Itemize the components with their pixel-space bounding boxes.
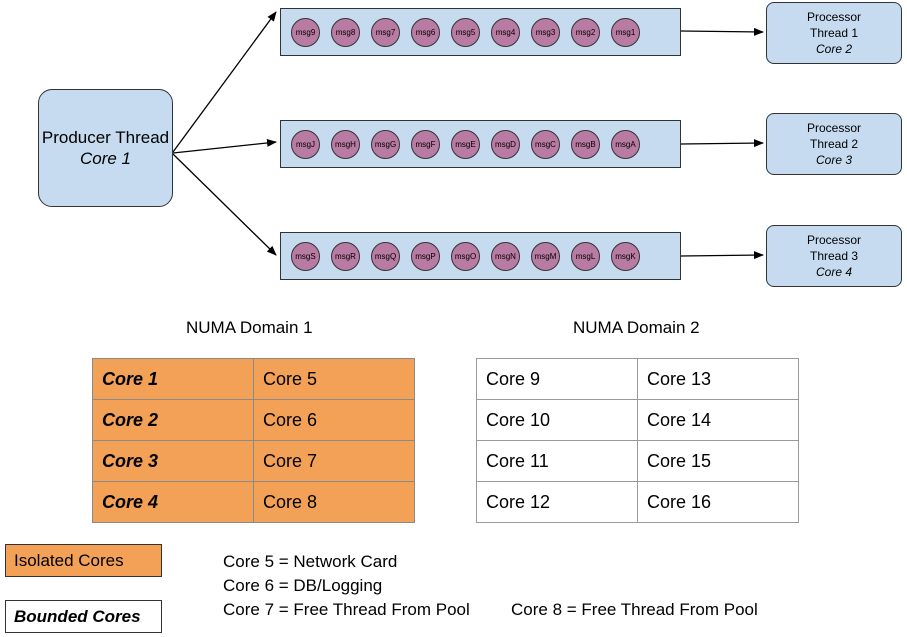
message-circle: msgO [451, 242, 480, 271]
core-cell: Core 16 [637, 481, 799, 523]
message-circle: msgD [491, 130, 520, 159]
note-core-8: Core 8 = Free Thread From Pool [511, 600, 758, 619]
message-circle: msgA [611, 130, 640, 159]
arrow-producer-to-queue-3 [172, 153, 277, 256]
core-cell: Core 13 [637, 358, 799, 400]
message-circle: msgL [571, 242, 600, 271]
message-circle: msgS [291, 242, 320, 271]
numa-domain-1-table: Core 1 Core 5 Core 2 Core 6 Core 3 Core … [92, 358, 415, 523]
message-circle: msgP [411, 242, 440, 271]
core-cell-isolated: Core 2 [92, 399, 254, 441]
numa-domain-2-title: NUMA Domain 2 [573, 318, 700, 337]
message-circle: msgG [371, 130, 400, 159]
producer-thread-label: Producer Thread [41, 128, 170, 147]
message-circle: msg5 [451, 18, 480, 47]
core-cell: Core 7 [253, 440, 415, 482]
message-queue-2: msgJ msgH msgG msgF msgE msgD msgC msgB … [280, 120, 681, 168]
processor-label: Processor [806, 233, 862, 247]
message-circle: msg2 [571, 18, 600, 47]
note-core-7: Core 7 = Free Thread From Pool [223, 600, 470, 619]
core-cell-isolated: Core 4 [92, 481, 254, 523]
table-row: Core 3 Core 7 [92, 440, 415, 482]
core-cell: Core 10 [476, 399, 638, 441]
core-cell: Core 11 [476, 440, 638, 482]
message-circle: msgC [531, 130, 560, 159]
table-row: Core 10 Core 14 [476, 399, 799, 441]
message-queue-1: msg9 msg8 msg7 msg6 msg5 msg4 msg3 msg2 … [280, 8, 681, 56]
processor-core-label: Core 4 [815, 265, 853, 279]
core-cell: Core 12 [476, 481, 638, 523]
table-row: Core 1 Core 5 [92, 358, 415, 400]
message-circle: msgE [451, 130, 480, 159]
arrow-queue-3-to-processor-3 [680, 251, 764, 260]
core-cell: Core 9 [476, 358, 638, 400]
message-circle: msgQ [371, 242, 400, 271]
processor-thread-label: Thread 2 [809, 137, 859, 151]
processor-label: Processor [806, 10, 862, 24]
message-queue-3: msgS msgR msgQ msgP msgO msgN msgM msgL … [280, 232, 681, 280]
table-row: Core 12 Core 16 [476, 481, 799, 523]
table-row: Core 9 Core 13 [476, 358, 799, 400]
legend-bounded-cores: Bounded Cores [5, 600, 162, 633]
message-circle: msgB [571, 130, 600, 159]
message-circle: msg6 [411, 18, 440, 47]
core-cell: Core 15 [637, 440, 799, 482]
arrow-queue-1-to-processor-1 [680, 27, 764, 36]
message-circle: msg3 [531, 18, 560, 47]
numa-domain-1-title: NUMA Domain 1 [186, 318, 313, 337]
table-row: Core 11 Core 15 [476, 440, 799, 482]
producer-core-label: Core 1 [79, 149, 132, 168]
table-row: Core 2 Core 6 [92, 399, 415, 441]
processor-core-label: Core 3 [815, 153, 853, 167]
message-circle: msg7 [371, 18, 400, 47]
message-circle: msg8 [331, 18, 360, 47]
processor-thread-1-box: Processor Thread 1 Core 2 [766, 2, 902, 64]
core-cell: Core 14 [637, 399, 799, 441]
processor-thread-label: Thread 3 [809, 249, 859, 263]
arrow-queue-2-to-processor-2 [680, 139, 764, 148]
message-circle: msgN [491, 242, 520, 271]
message-circle: msg1 [611, 18, 640, 47]
processor-thread-2-box: Processor Thread 2 Core 3 [766, 113, 902, 175]
core-cell: Core 6 [253, 399, 415, 441]
message-circle: msgK [611, 242, 640, 271]
message-circle: msgM [531, 242, 560, 271]
core-cell-isolated: Core 1 [92, 358, 254, 400]
core-cell: Core 8 [253, 481, 415, 523]
core-cell: Core 5 [253, 358, 415, 400]
table-row: Core 4 Core 8 [92, 481, 415, 523]
processor-core-label: Core 2 [815, 42, 853, 56]
note-core-5: Core 5 = Network Card [223, 552, 398, 571]
arrow-producer-to-queue-1 [172, 11, 277, 153]
arrow-producer-to-queue-2 [172, 138, 277, 154]
legend-isolated-cores: Isolated Cores [5, 544, 162, 577]
message-circle: msg9 [291, 18, 320, 47]
numa-domain-2-table: Core 9 Core 13 Core 10 Core 14 Core 11 C… [476, 358, 799, 523]
producer-thread-box: Producer Thread Core 1 [38, 89, 173, 207]
note-core-6: Core 6 = DB/Logging [223, 576, 383, 595]
message-circle: msgH [331, 130, 360, 159]
message-circle: msgJ [291, 130, 320, 159]
core-cell-isolated: Core 3 [92, 440, 254, 482]
message-circle: msgF [411, 130, 440, 159]
message-circle: msgR [331, 242, 360, 271]
processor-thread-label: Thread 1 [809, 26, 859, 40]
processor-label: Processor [806, 121, 862, 135]
message-circle: msg4 [491, 18, 520, 47]
processor-thread-3-box: Processor Thread 3 Core 4 [766, 225, 902, 287]
